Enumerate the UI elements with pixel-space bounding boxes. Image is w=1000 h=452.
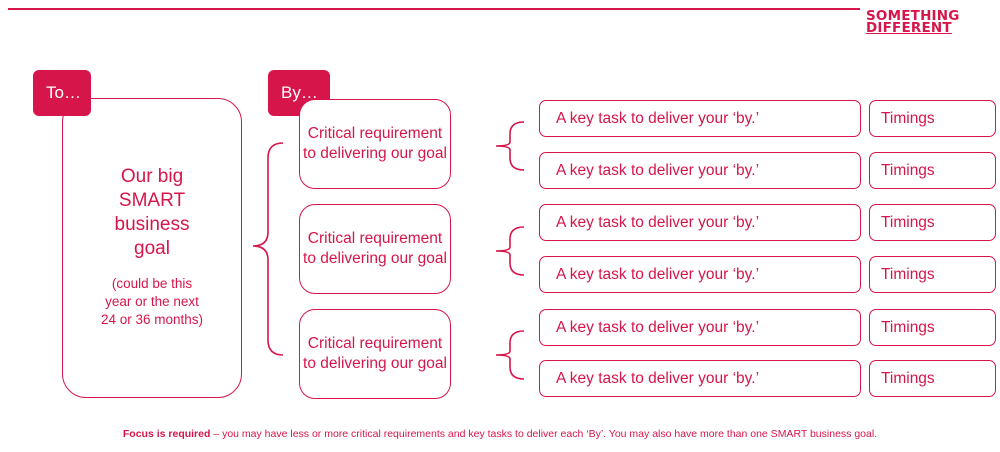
timing-box: Timings — [869, 100, 996, 137]
requirement-box: Critical requirement to delivering our g… — [299, 204, 451, 294]
task-box: A key task to deliver your ‘by.’ — [539, 100, 861, 137]
goal-note-line: (could be this — [111, 276, 193, 291]
timing-box: Timings — [869, 256, 996, 293]
task-box: A key task to deliver your ‘by.’ — [539, 204, 861, 241]
by-tag: By… — [268, 70, 330, 116]
brand-logo: SOMETHING DIFFERENT — [866, 8, 996, 36]
footer-text: – you may have less or more critical req… — [210, 428, 878, 440]
req-1-bracket — [495, 121, 525, 171]
timing-box: Timings — [869, 309, 996, 346]
task-box: A key task to deliver your ‘by.’ — [539, 256, 861, 293]
task-box: A key task to deliver your ‘by.’ — [539, 309, 861, 346]
timing-box: Timings — [869, 360, 996, 397]
requirement-label: Critical requirement to delivering our g… — [303, 230, 447, 267]
goal-note: (could be this year or the next 24 or 36… — [63, 275, 241, 329]
requirement-label: Critical requirement to delivering our g… — [303, 125, 447, 162]
brand-line-1: SOMETHING — [866, 8, 960, 24]
req-3-bracket — [495, 330, 525, 380]
top-divider — [8, 8, 860, 10]
goal-note-line: 24 or 36 months) — [100, 312, 204, 327]
footer-note: Focus is required – you may have less or… — [0, 428, 1000, 440]
goal-title-line: Our big — [120, 166, 184, 187]
timing-box: Timings — [869, 204, 996, 241]
goal-box: Our big SMART business goal (could be th… — [62, 98, 242, 398]
goal-title: Our big SMART business goal — [63, 165, 241, 261]
goal-title-line: goal — [134, 238, 170, 259]
brand-line-2: DIFFERENT — [866, 20, 952, 36]
goal-title-line: business — [114, 214, 190, 235]
goal-bracket — [252, 142, 284, 356]
goal-title-line: SMART — [118, 190, 186, 211]
to-tag: To… — [33, 70, 91, 116]
requirement-label: Critical requirement to delivering our g… — [303, 335, 447, 372]
task-box: A key task to deliver your ‘by.’ — [539, 360, 861, 397]
req-2-bracket — [495, 226, 525, 276]
footer-bold: Focus is required — [122, 428, 211, 440]
requirement-box: Critical requirement to delivering our g… — [299, 99, 451, 189]
task-box: A key task to deliver your ‘by.’ — [539, 152, 861, 189]
requirement-box: Critical requirement to delivering our g… — [299, 309, 451, 399]
goal-note-line: year or the next — [105, 294, 199, 309]
timing-box: Timings — [869, 152, 996, 189]
